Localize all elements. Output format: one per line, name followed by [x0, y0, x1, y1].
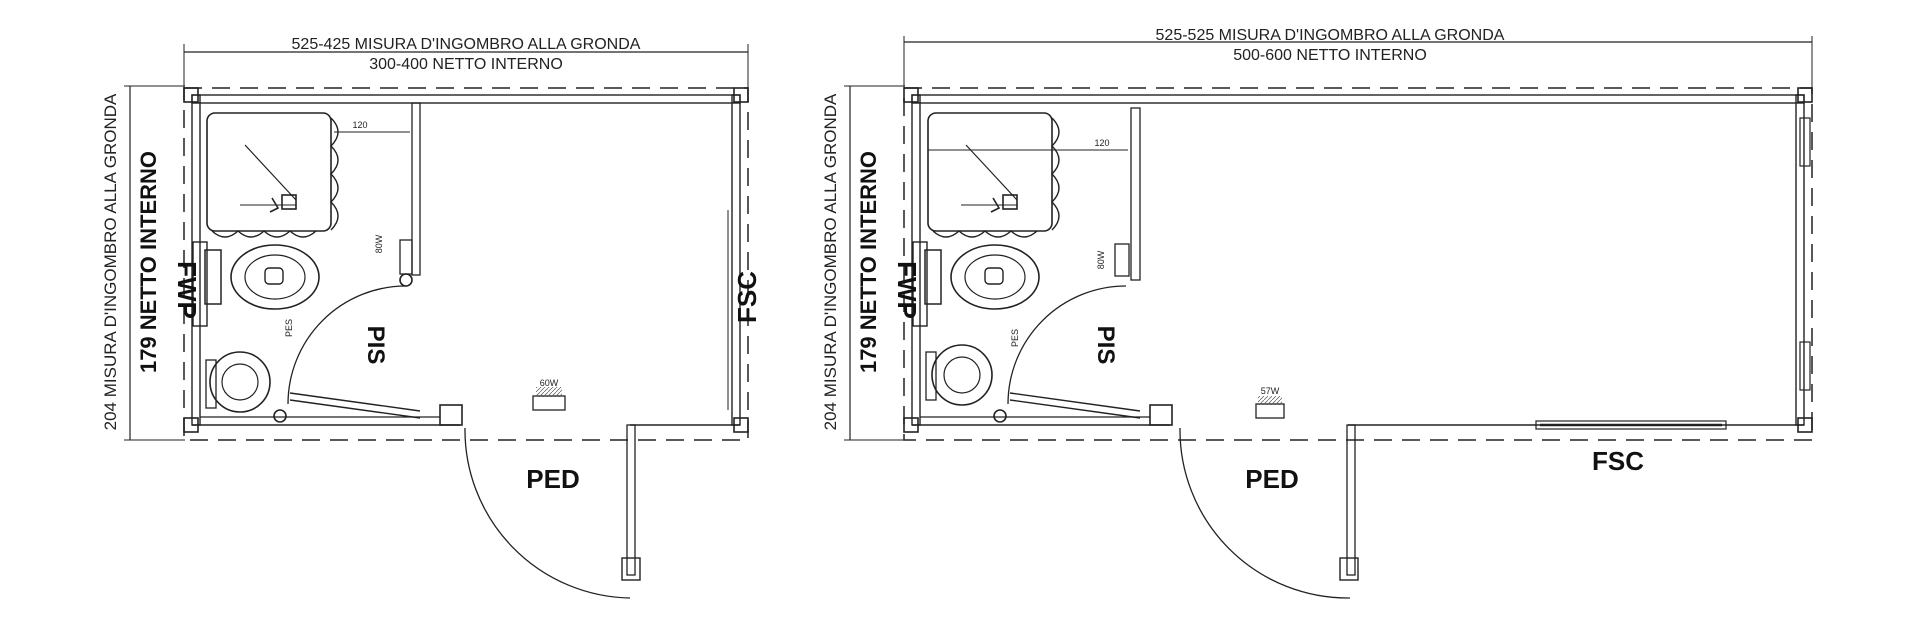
- floor-plan-1: [124, 44, 749, 599]
- plan-1-top-dim-outer: 525-425 MISURA D'INGOMBRO ALLA GRONDA: [292, 36, 641, 53]
- plan-2-partition-dim: 120: [1094, 138, 1109, 148]
- plan-1-label-fwp: FWP: [172, 261, 202, 319]
- plan-1-side-dim-inner: 179 NETTO INTERNO: [136, 151, 161, 373]
- plan-2-label-boiler: 80W: [1096, 250, 1106, 269]
- plan-2-label-fsc: FSC: [1592, 446, 1644, 476]
- plan-2-label-light: 57W: [1261, 386, 1280, 396]
- plan-1-top-dim-inner: 300-400 NETTO INTERNO: [369, 56, 563, 73]
- floor-plan-2: [844, 36, 1813, 599]
- plan-2-top-dim-inner: 500-600 NETTO INTERNO: [1233, 47, 1427, 64]
- plan-2-label-pis: PIS: [1092, 326, 1119, 365]
- plan-1-partition-dim: 120: [352, 120, 367, 130]
- plan-1-side-dim-outer: 204 MISURA D'INGOMBRO ALLA GRONDA: [101, 93, 120, 430]
- plan-2-side-dim-inner: 179 NETTO INTERNO: [856, 151, 881, 373]
- plan-1-label-boiler: 80W: [374, 234, 384, 253]
- plan-1-label-fsc: FSC: [732, 271, 762, 323]
- plan-2-label-fwp: FWP: [892, 261, 922, 319]
- plan-2-top-dim-outer: 525-525 MISURA D'INGOMBRO ALLA GRONDA: [1156, 27, 1505, 44]
- plan-1-label-heater: PES: [284, 319, 294, 337]
- plan-2-side-dim-outer: 204 MISURA D'INGOMBRO ALLA GRONDA: [821, 93, 840, 430]
- plan-1-label-ped: PED: [526, 464, 579, 494]
- plan-2-label-ped: PED: [1245, 464, 1298, 494]
- plan-1-label-pis: PIS: [362, 326, 389, 365]
- plan-1-label-light: 60W: [540, 378, 559, 388]
- plan-2-label-heater: PES: [1010, 329, 1020, 347]
